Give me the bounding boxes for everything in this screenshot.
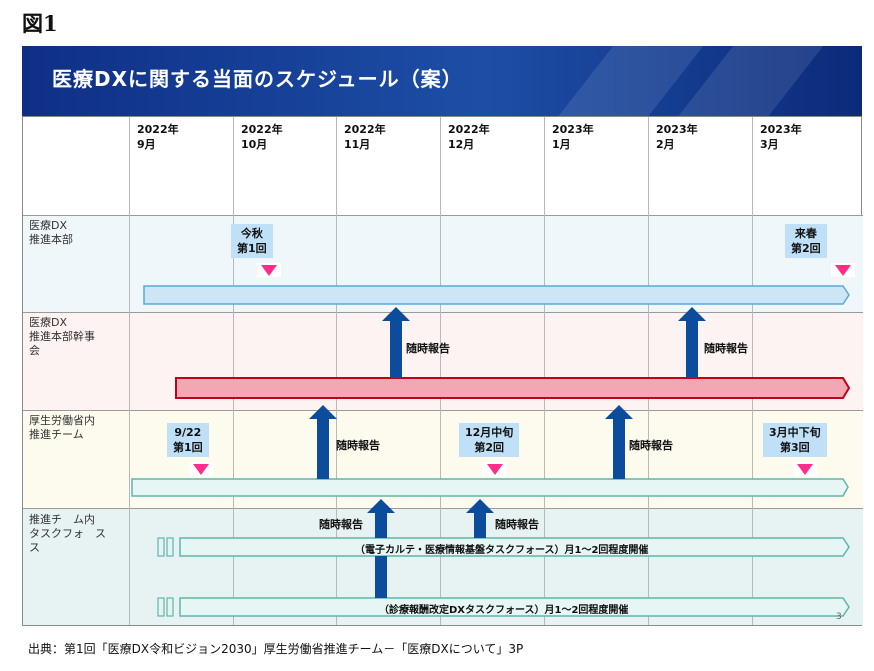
report-connector	[375, 556, 387, 598]
title-banner: 医療DXに関する当面のスケジュール（案）	[22, 46, 862, 116]
month-year: 2022年	[448, 123, 490, 136]
row-label-team: 厚生労働省内 推進チーム	[29, 414, 95, 441]
column-divider	[648, 117, 649, 625]
report-arrow-up	[605, 405, 633, 479]
taskforce-label-ehr: （電子カルテ・医療情報基盤タスクフォース）月1～2回程度開催	[355, 545, 649, 556]
taskforce-start-marker	[166, 537, 174, 557]
source-caption: 出典：第1回「医療DX令和ビジョン2030」厚生労働省推進チーム－「医療DXにつ…	[28, 642, 524, 656]
column-divider	[544, 117, 545, 625]
month-year: 2022年	[344, 123, 386, 136]
month-name: 12月	[448, 138, 475, 151]
report-arrow-up	[466, 499, 494, 538]
meeting-bubble-team-2: 12月中旬 第2回	[459, 423, 520, 457]
meeting-marker-icon	[193, 464, 209, 475]
column-divider	[233, 117, 234, 625]
taskforce-bar-fee-revision	[179, 597, 850, 617]
column-divider	[752, 117, 753, 625]
month-name: 10月	[241, 138, 268, 151]
month-name: 11月	[344, 138, 371, 151]
report-label: 随時報告	[495, 518, 539, 531]
month-header: 2022年 12月	[448, 122, 490, 152]
column-divider	[336, 117, 337, 625]
month-header: 2022年 11月	[344, 122, 386, 152]
column-divider	[440, 117, 441, 625]
report-label: 随時報告	[704, 342, 748, 355]
executive-timeline-bar	[175, 377, 851, 399]
month-year: 2023年	[656, 123, 698, 136]
taskforce-start-marker	[157, 597, 165, 617]
month-year: 2023年	[760, 123, 802, 136]
timeline-graphics	[131, 285, 851, 617]
month-name: 9月	[137, 138, 156, 151]
month-header: 2023年 2月	[656, 122, 698, 152]
taskforce-start-marker	[166, 597, 174, 617]
row-label-taskforce: 推進チ ム内 タスクフォ ス ス	[29, 513, 106, 554]
column-divider	[129, 117, 130, 625]
taskforce-start-marker	[157, 537, 165, 557]
month-header: 2022年 9月	[137, 122, 179, 152]
report-label: 随時報告	[336, 439, 380, 452]
month-name: 3月	[760, 138, 779, 151]
row-label-executive: 医療DX 推進本部幹事 会	[29, 316, 95, 357]
report-arrow-up	[309, 405, 337, 479]
month-year: 2022年	[137, 123, 179, 136]
month-year: 2023年	[552, 123, 594, 136]
schedule-grid: 2022年 9月 2022年 10月 2022年 11月 2022年 12月 2023年…	[22, 116, 863, 626]
row-label-hq: 医療DX 推進本部	[29, 219, 73, 246]
month-name: 1月	[552, 138, 571, 151]
meeting-marker-icon	[835, 265, 851, 276]
report-label: 随時報告	[406, 342, 450, 355]
meeting-bubble-hq-2: 来春 第2回	[785, 224, 827, 258]
page-title: 医療DXに関する当面のスケジュール（案）	[52, 67, 463, 91]
month-header: 2023年 3月	[760, 122, 802, 152]
month-header: 2023年 1月	[552, 122, 594, 152]
taskforce-bar-ehr	[179, 537, 850, 557]
report-arrow-up	[367, 499, 395, 538]
meeting-marker-icon	[261, 265, 277, 276]
meeting-marker-icon	[797, 464, 813, 475]
page-number: 3	[836, 612, 842, 622]
meeting-bubble-team-3: 3月中下旬 第3回	[763, 423, 827, 457]
report-label: 随時報告	[629, 439, 673, 452]
meeting-bubble-hq-1: 今秋 第1回	[231, 224, 273, 258]
meeting-marker-icon	[487, 464, 503, 475]
month-year: 2022年	[241, 123, 283, 136]
month-header: 2022年 10月	[241, 122, 283, 152]
taskforce-label-fee-revision: （診療報酬改定DXタスクフォース）月1～2回程度開催	[379, 605, 629, 616]
month-name: 2月	[656, 138, 675, 151]
meeting-bubble-team-1: 9/22 第1回	[167, 423, 209, 457]
report-arrow-up	[382, 307, 410, 378]
report-arrow-up	[678, 307, 706, 378]
report-label: 随時報告	[319, 518, 363, 531]
hq-timeline-bar	[143, 285, 850, 305]
report-arrows	[309, 307, 706, 598]
figure-label: 図1	[22, 11, 58, 36]
team-timeline-bar	[131, 478, 849, 497]
